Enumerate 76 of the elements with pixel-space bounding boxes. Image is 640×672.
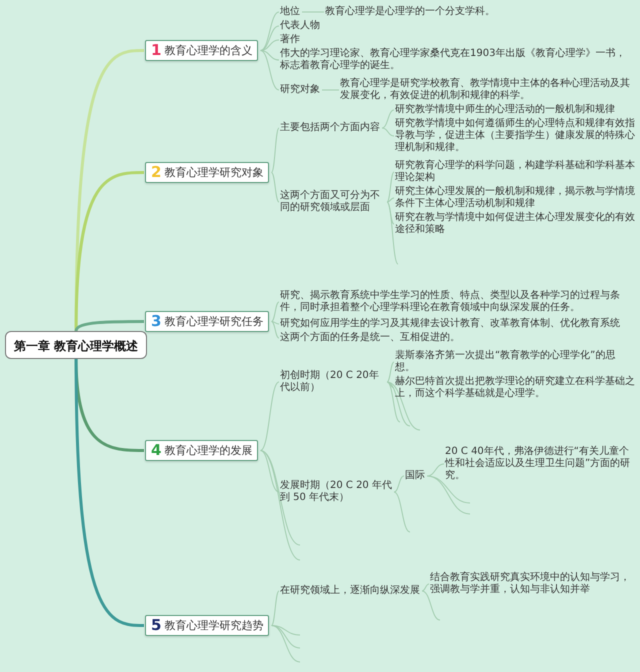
branch-line [426, 476, 470, 514]
branch-line [260, 50, 280, 60]
branch-text: 代表人物 [280, 20, 320, 32]
branch-line [422, 590, 440, 620]
main-branch [74, 320, 144, 332]
branch-text: 国际 [405, 470, 425, 482]
branch-text: 著作 [280, 34, 300, 46]
topic-box [145, 615, 270, 636]
topic-number: 3 [151, 313, 162, 330]
branch-text: 研究教育心理学的科学问题，构建学科基础和学科基本理论架构 [395, 160, 635, 184]
branch-text: 裴斯泰洛齐第一次提出“教育教学的心理学化”的思想。 [395, 350, 635, 374]
branch-text: 这两个方面又可分为不同的研究领域或层面 [280, 190, 385, 214]
branch-line [426, 464, 444, 476]
branch-line [386, 382, 394, 388]
topic-box [145, 162, 270, 183]
branch-text: 教育心理学是研究学校教育、教学情境中主体的各种心理活动及其发展变化，有效促进的机制和规律的科学。 [340, 78, 635, 102]
branch-line [260, 12, 280, 51]
branch-line [270, 625, 300, 662]
branch-line [260, 450, 280, 492]
branch-line [270, 625, 300, 648]
branch-line [386, 172, 394, 202]
branch-line [270, 321, 280, 338]
topic-number: 4 [151, 442, 162, 459]
branch-text: 研究教学情境中师生的心理活动的一般机制和规律 [395, 104, 615, 116]
branch-line [386, 382, 420, 430]
root-box [5, 331, 148, 359]
branch-text: 主要包括两个方面内容 [280, 122, 380, 134]
branch-text: 在研究领域上，逐渐向纵深发展 [280, 585, 420, 597]
branch-text: 研究主体心理发展的一般机制和规律，揭示教与学情境条件下主体心理活动机制和规律 [395, 186, 635, 210]
branch-line [386, 202, 394, 224]
branch-text: 伟大的学习理论家、教育心理学家桑代克在1903年出版《教育心理学》一书，标志着教育心理学的诞生。 [280, 48, 630, 72]
topic-title: 教育心理学研究趋势 [164, 618, 264, 633]
branch-text: 研究对象 [280, 84, 320, 96]
branch-line [426, 476, 470, 504]
root-title: 第一章 教育心理学概述 [14, 339, 138, 353]
branch-text: 研究、揭示教育系统中学生学习的性质、特点、类型以及各种学习的过程与条件，同时承担着整个心理学科理论在教育领域中向纵深发展的任务。 [280, 290, 635, 314]
topic-box [145, 40, 258, 61]
topic-title: 教育心理学的含义 [164, 43, 252, 58]
topic-number: 2 [151, 164, 162, 181]
branch-text: 地位 [280, 6, 300, 18]
topic-title: 教育心理学的发展 [164, 443, 252, 458]
branch-line [270, 590, 280, 626]
branch-text: 结合教育实践研究真实环境中的认知与学习，强调教与学并重，认知与非认知并举 [430, 572, 635, 596]
branch-text: 研究教学情境中如何遵循师生的心理特点和规律有效指导教与学，促进主体（主要指学生）健康发展的特殊心理机制和规律。 [395, 118, 635, 154]
branch-line [394, 476, 404, 492]
branch-line [386, 382, 400, 422]
branch-text: 初创时期（20 C 20年代以前） [280, 370, 385, 394]
branch-text: 20 C 40年代，弗洛伊德进行“有关儿童个性和社会适应以及生理卫生问题”方面的研究。 [445, 446, 635, 482]
branch-line [260, 382, 280, 451]
branch-line [270, 128, 280, 173]
branch-text: 研究在教与学情境中如何促进主体心理发展变化的有效途径和策略 [395, 212, 635, 236]
branch-line [386, 382, 410, 426]
topic-number: 5 [151, 617, 162, 634]
branch-text: 这两个方面的任务是统一、互相促进的。 [280, 332, 460, 344]
branch-line [270, 172, 280, 202]
branch-line [260, 50, 280, 90]
branch-line [270, 321, 280, 324]
branch-text: 研究如何应用学生的学习及其规律去设计教育、改革教育体制、优化教育系统 [280, 318, 620, 330]
branch-line [386, 362, 394, 382]
topic-title: 教育心理学研究任务 [164, 314, 264, 329]
branch-text: 发展时期（20 C 20 年代到 50 年代末） [280, 480, 392, 504]
branch-line [422, 584, 430, 592]
branch-line [382, 128, 394, 136]
branch-line [270, 302, 280, 322]
topic-title: 教育心理学研究对象 [164, 165, 264, 180]
topic-box [145, 311, 270, 332]
branch-line [394, 492, 410, 532]
branch-line [386, 202, 398, 264]
topic-box [145, 440, 258, 461]
branch-text: 教育心理学是心理学的一个分支学科。 [325, 6, 495, 18]
main-branch [74, 171, 144, 332]
main-branch [74, 358, 144, 627]
branch-text: 赫尔巴特首次提出把教学理论的研究建立在科学基础之上，而这个科学基础就是心理学。 [395, 376, 635, 400]
branch-line [382, 110, 394, 128]
branch-line [386, 198, 394, 202]
topic-number: 1 [151, 42, 162, 59]
